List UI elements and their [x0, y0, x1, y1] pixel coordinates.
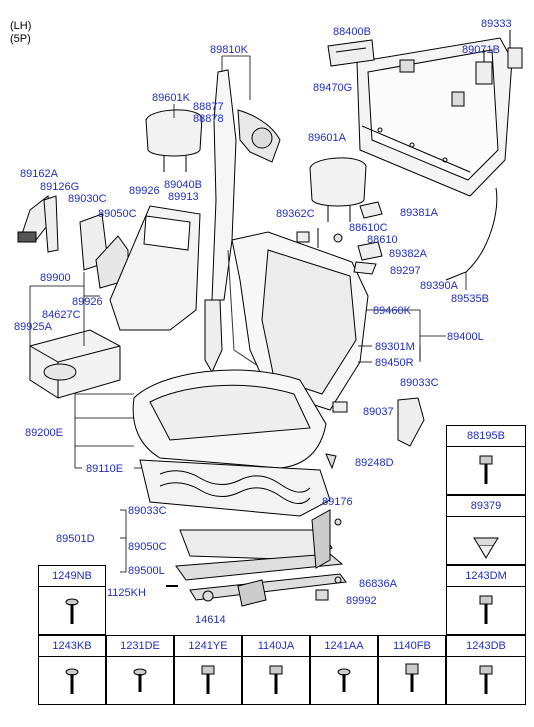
callout-89050C-lower[interactable]: 89050C [128, 541, 167, 553]
screw-icon [133, 668, 147, 692]
bolt-icon [269, 665, 283, 694]
callout-89333[interactable]: 89333 [481, 18, 512, 30]
callout-89460K[interactable]: 89460K [373, 305, 411, 317]
callout-89925A[interactable]: 89925A [14, 321, 52, 333]
fastener-cell-1243KB[interactable]: 1243KB [38, 635, 106, 705]
callout-89033C-upper[interactable]: 89033C [400, 377, 439, 389]
callout-89040B[interactable]: 89040B [164, 179, 202, 191]
fastener-code: 1249NB [39, 566, 105, 587]
fastener-cell-1243DB[interactable]: 1243DB [446, 635, 526, 705]
callout-89501D[interactable]: 89501D [56, 533, 95, 545]
callout-89382A[interactable]: 89382A [389, 248, 427, 260]
callout-89162A[interactable]: 89162A [20, 168, 58, 180]
seatbelt-drawing [204, 69, 281, 374]
bolt-icon [405, 663, 419, 692]
callout-14614[interactable]: 14614 [195, 614, 226, 626]
bolt-icon [479, 595, 493, 624]
fastener-code: 89379 [447, 496, 525, 517]
diagram-variant-label: (LH) (5P) [10, 20, 31, 46]
fastener-cell-1140JA[interactable]: 1140JA [242, 635, 310, 705]
seat-frame-drawing [139, 459, 331, 517]
callout-89810K[interactable]: 89810K [210, 44, 248, 56]
callout-89926-upper[interactable]: 89926 [129, 185, 160, 197]
variant-line-5p: (5P) [10, 33, 31, 45]
callout-89450R[interactable]: 89450R [375, 357, 414, 369]
callout-89601A[interactable]: 89601A [308, 132, 346, 144]
fastener-code: 1140JA [243, 636, 309, 657]
callout-89176[interactable]: 89176 [322, 496, 353, 508]
callout-88878[interactable]: 88878 [193, 113, 224, 125]
screw-icon [65, 668, 79, 694]
callout-89050C[interactable]: 89050C [98, 208, 137, 220]
callout-89500L[interactable]: 89500L [128, 565, 165, 577]
fastener-code: 1140FB [379, 636, 445, 657]
callout-89297[interactable]: 89297 [390, 265, 421, 277]
fastener-cell-89379[interactable]: 89379 [446, 495, 526, 565]
callout-89126G[interactable]: 89126G [40, 181, 80, 193]
callout-88610[interactable]: 88610 [367, 234, 398, 246]
seat-track-drawing [175, 509, 347, 607]
fastener-code: 1243DB [447, 636, 525, 657]
callout-89362C[interactable]: 89362C [276, 208, 315, 220]
fastener-cell-1231DE[interactable]: 1231DE [106, 635, 174, 705]
callout-89071B[interactable]: 89071B [462, 44, 500, 56]
callout-89381A[interactable]: 89381A [400, 207, 438, 219]
callout-89248D[interactable]: 89248D [355, 457, 394, 469]
callout-88877[interactable]: 88877 [193, 101, 224, 113]
screw-icon [65, 598, 79, 624]
callout-89390A[interactable]: 89390A [420, 280, 458, 292]
callout-89033C-lower[interactable]: 89033C [128, 505, 167, 517]
callout-89470G[interactable]: 89470G [313, 82, 353, 94]
bracket-drawing [327, 39, 375, 67]
fastener-code: 1243DM [447, 566, 525, 587]
callout-89037[interactable]: 89037 [363, 406, 394, 418]
callout-89400L[interactable]: 89400L [447, 331, 484, 343]
bolt-icon [479, 455, 493, 484]
latch-drawing [475, 61, 493, 85]
armrest-drawing [29, 329, 121, 399]
callout-84627C[interactable]: 84627C [42, 309, 81, 321]
fastener-code: 1241YE [175, 636, 241, 657]
callout-89601K[interactable]: 89601K [152, 92, 190, 104]
callout-89992[interactable]: 89992 [346, 595, 377, 607]
clip-icon [473, 537, 499, 559]
callout-89200E[interactable]: 89200E [25, 427, 63, 439]
callout-89926-lower[interactable]: 89926 [72, 296, 103, 308]
bolt-icon [201, 665, 215, 694]
callout-86836A[interactable]: 86836A [359, 578, 397, 590]
seat-cushion-drawing [132, 369, 327, 469]
callout-88400B[interactable]: 88400B [333, 26, 371, 38]
seatback-panel-drawing [356, 37, 513, 197]
fastener-cell-1241YE[interactable]: 1241YE [174, 635, 242, 705]
callout-89913[interactable]: 89913 [168, 191, 199, 203]
fastener-cell-1140FB[interactable]: 1140FB [378, 635, 446, 705]
callout-1125KH[interactable]: 1125KH [107, 587, 146, 599]
screw-icon [337, 668, 351, 692]
fastener-code: 88195B [447, 426, 525, 447]
headrest-right-drawing [309, 157, 367, 222]
bolt-icon [479, 665, 493, 694]
callout-89110E[interactable]: 89110E [86, 463, 124, 475]
fastener-cell-1243DM[interactable]: 1243DM [446, 565, 526, 635]
callout-89535B[interactable]: 89535B [451, 293, 489, 305]
leader-lines [29, 55, 467, 573]
side-cover-drawing [397, 397, 425, 447]
callout-88610C[interactable]: 88610C [349, 222, 388, 234]
seatback-cushion-drawing [227, 231, 369, 411]
callout-89301M[interactable]: 89301M [375, 341, 415, 353]
fastener-code: 1241AA [311, 636, 377, 657]
callout-89030C[interactable]: 89030C [68, 193, 107, 205]
fastener-cell-88195B[interactable]: 88195B [446, 425, 526, 495]
fastener-cell-1249NB[interactable]: 1249NB [38, 565, 106, 635]
fastener-code: 1243KB [39, 636, 105, 657]
fastener-code: 1231DE [107, 636, 173, 657]
callout-89900[interactable]: 89900 [40, 272, 71, 284]
fastener-cell-1241AA[interactable]: 1241AA [310, 635, 378, 705]
variant-line-lh: (LH) [10, 20, 32, 32]
headrest-left-drawing [145, 109, 203, 172]
